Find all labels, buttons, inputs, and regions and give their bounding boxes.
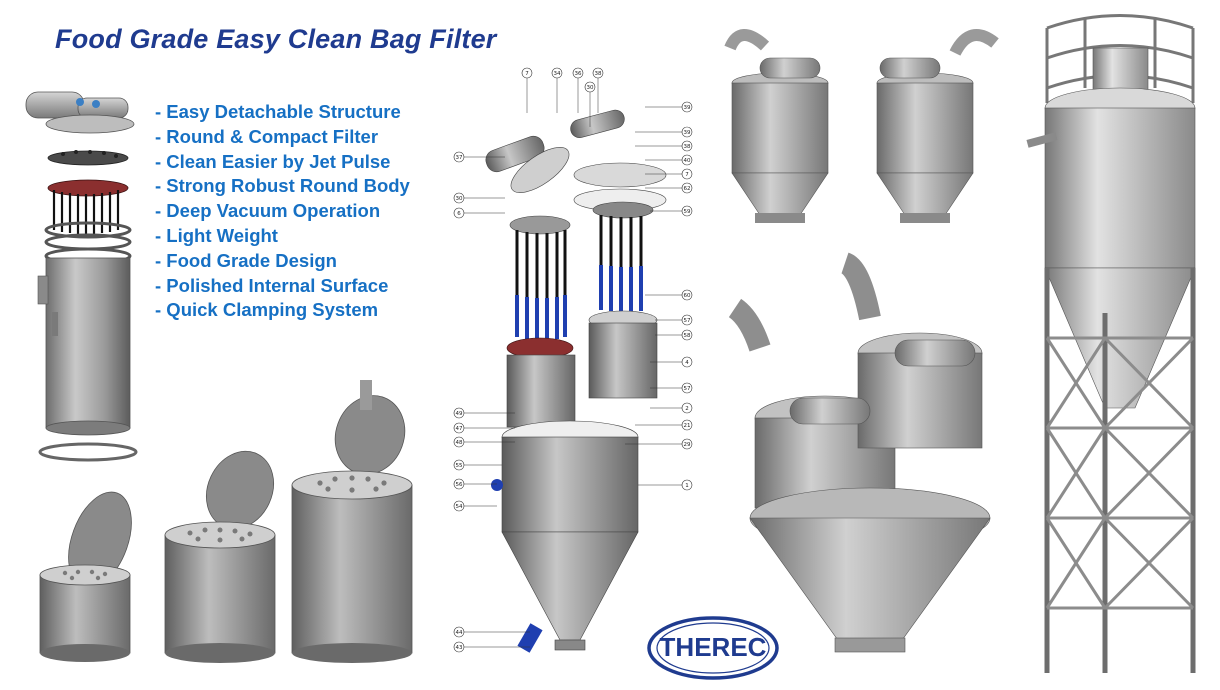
callout-number: 37 xyxy=(456,155,463,161)
callout-top-3: 38 xyxy=(592,67,604,113)
callout-left-8: 54 xyxy=(453,500,497,512)
callout-number: 58 xyxy=(684,333,691,339)
callout-number: 60 xyxy=(684,293,691,299)
callout-left-6: 55 xyxy=(453,459,502,471)
callout-left-2: 6 xyxy=(453,207,505,219)
callout-number: 43 xyxy=(456,645,463,651)
silo-illustration xyxy=(1026,14,1196,673)
twin-filter-illustration xyxy=(724,29,999,653)
callout-number: 56 xyxy=(456,482,463,488)
callout-number: 30 xyxy=(587,85,594,91)
feature-item: - Food Grade Design xyxy=(155,249,337,271)
callout-right-0: 39 xyxy=(645,101,693,113)
feature-item: - Deep Vacuum Operation xyxy=(155,200,381,222)
callout-number: 48 xyxy=(456,440,463,446)
callout-left-3: 49 xyxy=(453,407,515,419)
callout-right-11: 57 xyxy=(650,382,693,394)
feature-item: - Easy Detachable Structure xyxy=(155,101,401,122)
callout-number: 47 xyxy=(456,426,463,432)
callout-number: 39 xyxy=(684,105,691,111)
callout-right-6: 59 xyxy=(650,205,693,217)
bag-filter-exploded-illustration xyxy=(25,91,138,462)
callout-number: 55 xyxy=(456,463,463,469)
callout-right-2: 38 xyxy=(635,140,693,152)
callout-left-0: 37 xyxy=(453,151,505,163)
callout-number: 36 xyxy=(575,71,582,77)
callout-number: 49 xyxy=(456,411,463,417)
callout-right-1: 39 xyxy=(635,126,693,138)
callout-number: 7 xyxy=(525,71,529,77)
callout-number: 54 xyxy=(456,504,463,510)
callout-right-15: 1 xyxy=(638,479,693,491)
feature-item: - Strong Robust Round Body xyxy=(155,175,410,197)
callout-right-14: 29 xyxy=(625,438,693,450)
feature-item: - Quick Clamping System xyxy=(155,299,379,321)
therec-logo: THEREC xyxy=(647,616,779,680)
callout-right-7: 60 xyxy=(645,289,693,301)
callout-number: 6 xyxy=(457,211,461,217)
callout-number: 21 xyxy=(684,423,691,429)
feature-item: - Round & Compact Filter xyxy=(155,125,379,147)
feature-list: - Easy Detachable Structure - Round & Com… xyxy=(155,100,410,323)
callout-left-1: 30 xyxy=(453,192,505,204)
page-title: Food Grade Easy Clean Bag Filter xyxy=(55,24,497,54)
callout-number: 39 xyxy=(684,130,691,136)
callout-number: 59 xyxy=(684,209,691,215)
callout-right-12: 2 xyxy=(650,402,693,414)
callout-right-8: 57 xyxy=(655,314,693,326)
feature-item: - Clean Easier by Jet Pulse xyxy=(155,150,391,172)
callout-right-13: 21 xyxy=(635,419,693,431)
callout-right-4: 7 xyxy=(645,168,693,180)
callout-right-3: 40 xyxy=(645,154,693,166)
callout-right-10: 4 xyxy=(650,356,693,368)
feature-item: - Light Weight xyxy=(155,224,278,246)
bag-filter-open-lid-illustration xyxy=(39,380,413,663)
callout-number: 62 xyxy=(684,186,691,192)
callout-top-4: 30 xyxy=(584,81,596,127)
feature-item: - Polished Internal Surface xyxy=(155,274,389,296)
logo-text: THEREC xyxy=(660,632,767,662)
callout-top-0: 7 xyxy=(521,67,533,113)
callout-number: 2 xyxy=(685,406,689,412)
callout-left-5: 48 xyxy=(453,436,515,448)
callout-number: 40 xyxy=(684,158,691,164)
callout-top-2: 36 xyxy=(572,67,584,113)
callout-right-9: 58 xyxy=(655,329,693,341)
callout-number: 44 xyxy=(456,630,463,636)
callout-left-9: 44 xyxy=(453,626,530,638)
callout-number: 38 xyxy=(684,144,691,150)
callout-number: 4 xyxy=(685,360,689,366)
callout-top-1: 34 xyxy=(551,67,563,113)
callout-number: 29 xyxy=(684,442,691,448)
callout-number: 30 xyxy=(456,196,463,202)
callout-number: 57 xyxy=(684,318,691,324)
callout-number: 34 xyxy=(554,71,561,77)
callout-left-7: 56 xyxy=(453,478,497,490)
callout-right-5: 62 xyxy=(645,182,693,194)
callout-number: 7 xyxy=(685,172,689,178)
callout-number: 57 xyxy=(684,386,691,392)
callout-left-4: 47 xyxy=(453,422,515,434)
callout-number: 1 xyxy=(685,483,689,489)
callout-left-10: 43 xyxy=(453,641,530,653)
callout-number: 38 xyxy=(595,71,602,77)
